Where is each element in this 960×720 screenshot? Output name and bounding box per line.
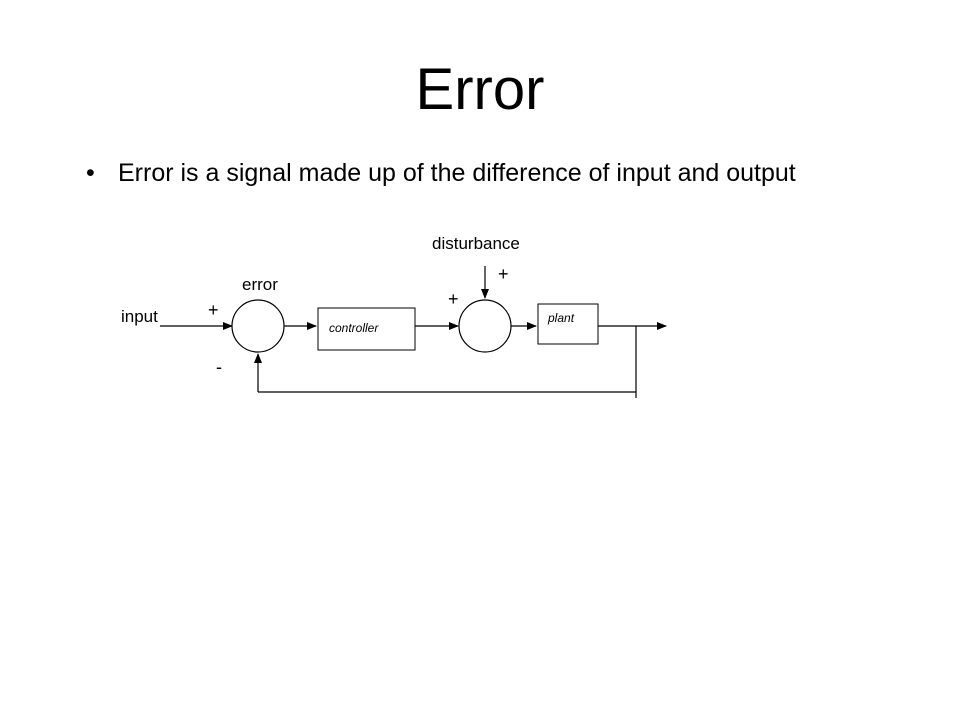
bullet-dot: • (86, 159, 95, 187)
input-label: input (121, 307, 158, 326)
controller-block (317, 307, 416, 351)
plant-label: plant (547, 311, 575, 325)
controller-label: controller (329, 321, 379, 335)
disturbance-label: disturbance (432, 234, 520, 253)
sum2-plus-left-sign: + (448, 289, 459, 309)
error-label: error (242, 275, 278, 294)
bullet-item: • Error is a signal made up of the differ… (86, 156, 946, 190)
slide-title: Error (415, 57, 545, 122)
sum2-plus-top-sign: + (498, 264, 509, 284)
bullet-text: Error is a signal made up of the differe… (118, 159, 796, 187)
summing-junction-2 (458, 299, 512, 353)
sum1-minus-sign: - (216, 357, 222, 377)
summing-junction-1 (231, 299, 285, 353)
plant-block (537, 303, 599, 345)
sum1-plus-sign: + (208, 300, 219, 320)
